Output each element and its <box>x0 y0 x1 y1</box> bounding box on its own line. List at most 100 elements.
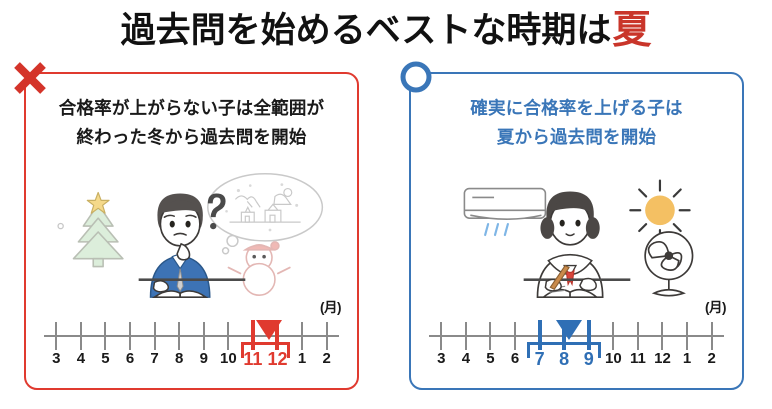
timeline-month-right-2: 2 <box>699 322 724 374</box>
timeline-tick-icon <box>79 322 82 350</box>
timeline-unit-label-left: (月) <box>320 300 342 315</box>
timeline-tick-icon <box>153 322 156 350</box>
timeline-tick-icon <box>227 322 230 350</box>
christmas-tree-icon <box>72 203 124 268</box>
timeline-month-label: 7 <box>534 349 545 369</box>
timeline-month-label: 4 <box>461 350 471 367</box>
cool-air-icon <box>484 223 509 237</box>
open-book-icon <box>151 290 209 298</box>
timeline-tick-icon <box>129 322 132 350</box>
timeline-month-label: 9 <box>199 350 208 367</box>
timeline-month-left-7: 7 <box>142 322 167 374</box>
timeline-tick-icon <box>686 322 689 350</box>
timeline-tick-icon <box>464 322 467 350</box>
x-mark-icon <box>10 58 50 98</box>
winter-student-illustration <box>32 166 351 298</box>
timeline-pointer-right <box>555 320 582 340</box>
timeline-month-label: 8 <box>175 350 184 367</box>
question-mark-icon <box>207 193 226 230</box>
timeline-month-right-4: 4 <box>454 322 479 374</box>
timeline-month-label: 11 <box>243 349 263 369</box>
timeline-month-label: 2 <box>707 350 716 367</box>
timeline-tick-icon <box>250 320 255 350</box>
timeline-month-label: 12 <box>267 349 288 369</box>
timeline-month-label: 1 <box>297 350 307 367</box>
timeline-tick-icon <box>275 320 280 350</box>
timeline-tick-icon <box>440 322 443 350</box>
timeline-month-right-5: 5 <box>478 322 503 374</box>
timeline-month-label: 3 <box>52 350 61 367</box>
timeline-month-right-10: 10 <box>601 322 626 374</box>
panel-right-heading: 確実に合格率を上げる子は 夏から過去問を開始 <box>411 94 742 152</box>
timeline-tick-icon <box>489 322 492 350</box>
timeline-tick-icon <box>514 322 517 350</box>
timeline-month-label: 8 <box>559 349 570 369</box>
timeline-month-right-3: 3 <box>429 322 454 374</box>
timeline-month-left-2: 2 <box>314 322 339 374</box>
page-title-main: 過去問を始めるベストな時期は <box>120 10 612 50</box>
timeline-tick-icon <box>636 322 639 350</box>
snow-dot-icon <box>57 222 64 230</box>
panel-right-heading-line2: 夏から過去問を開始 <box>496 126 657 147</box>
page-title: 過去問を始めるベストな時期は 夏 <box>0 2 772 58</box>
timeline-month-label: 4 <box>76 350 86 367</box>
panel-left-heading-line2: 終わった冬から過去問を開始 <box>76 126 307 147</box>
timeline-pointer-left <box>255 320 282 340</box>
air-conditioner-icon <box>463 187 547 220</box>
timeline-month-label: 1 <box>682 350 692 367</box>
circle-mark-icon <box>396 58 436 98</box>
timeline-month-right-9: 9 <box>576 320 601 374</box>
timeline-tick-icon <box>202 322 205 350</box>
panel-left-heading-line1: 合格率が上がらない子は全範囲が <box>58 98 325 118</box>
timeline-month-label: 6 <box>125 350 135 367</box>
timeline-month-label: 5 <box>486 350 495 367</box>
timeline-month-label: 10 <box>219 350 237 367</box>
timeline-tick-icon <box>104 322 107 350</box>
timeline-tick-icon <box>710 322 713 350</box>
timeline-month-label: 2 <box>322 350 331 367</box>
timeline-month-left-6: 6 <box>118 322 143 374</box>
tree-star-icon <box>86 191 110 214</box>
timeline-month-left-1: 1 <box>290 322 315 374</box>
snowman-icon <box>242 241 280 296</box>
timeline-tick-icon <box>612 322 615 350</box>
timeline-month-right-12: 12 <box>650 322 675 374</box>
electric-fan-icon <box>644 231 694 297</box>
timeline-tick-icon <box>661 322 664 350</box>
timeline-month-label: 10 <box>604 350 622 367</box>
panel-right-heading-line1: 確実に合格率を上げる子は <box>470 98 683 118</box>
desk-line <box>523 278 631 281</box>
timeline-month-label: 11 <box>629 350 646 367</box>
timeline-tick-icon <box>178 322 181 350</box>
timeline-month-label: 6 <box>510 350 520 367</box>
timeline-month-right-6: 6 <box>503 322 528 374</box>
santa-sleigh-thought-bubble-icon <box>207 172 324 255</box>
timeline-month-left-8: 8 <box>167 322 192 374</box>
pencil-icon <box>549 264 570 290</box>
timeline-month-right-1: 1 <box>675 322 700 374</box>
timeline-month-right-8: 8 <box>552 320 577 374</box>
summer-student-illustration <box>417 166 736 298</box>
timeline-month-left-3: 3 <box>44 322 69 374</box>
timeline-tick-icon <box>537 320 542 350</box>
panel-left-heading: 合格率が上がらない子は全範囲が 終わった冬から過去問を開始 <box>26 94 357 152</box>
timeline-month-left-9: 9 <box>191 322 216 374</box>
timeline-tick-icon <box>586 320 591 350</box>
open-notebook-icon <box>541 288 599 298</box>
timeline-tick-icon <box>562 320 567 350</box>
timeline-month-label: 9 <box>583 349 594 369</box>
timeline-unit-label-right: (月) <box>705 300 727 315</box>
timeline-month-right-11: 11 <box>626 322 651 374</box>
timeline-month-right-7: 7 <box>527 320 552 374</box>
timeline-month-label: 3 <box>437 350 446 367</box>
timeline-tick-icon <box>301 322 304 350</box>
timeline-month-left-12: 12 <box>265 320 290 374</box>
timeline-axis-line-left <box>44 335 339 337</box>
sun-icon <box>645 195 675 226</box>
panel-good-example: 確実に合格率を上げる子は 夏から過去問を開始 <box>409 72 744 390</box>
